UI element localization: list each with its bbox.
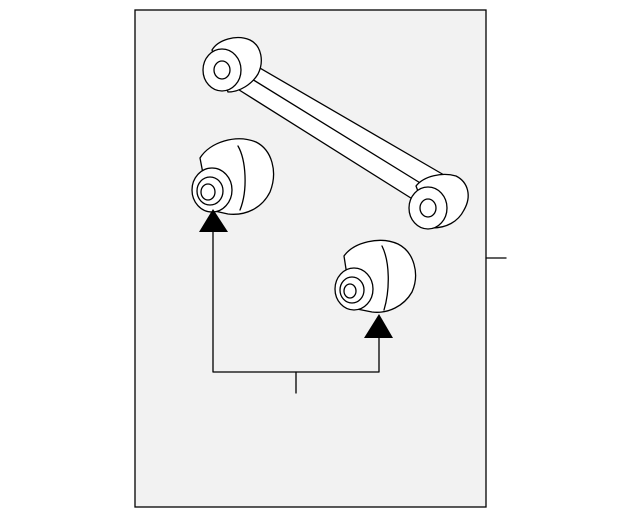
lower-bushing bbox=[334, 239, 417, 313]
upper-bushing bbox=[191, 138, 275, 215]
diagram-panel bbox=[134, 9, 487, 508]
bushing-leader-bracket bbox=[199, 209, 393, 394]
upper-bushing-arrow bbox=[199, 209, 228, 232]
lateral-link-arm bbox=[202, 36, 469, 230]
lower-bushing-arrow bbox=[364, 314, 393, 338]
